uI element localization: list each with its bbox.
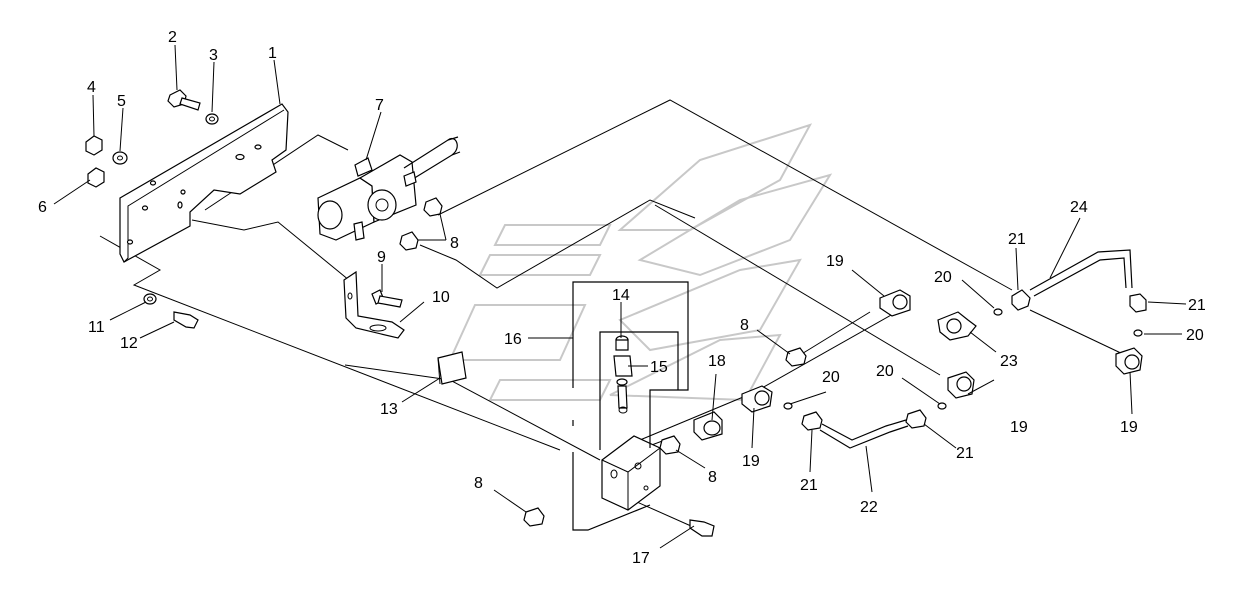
callout-16: 16 [504, 331, 522, 348]
valve-fittings [399, 197, 443, 251]
fasteners-upper-left [85, 89, 219, 188]
callout-21-mid: 21 [956, 445, 974, 462]
callout-20-lower: 20 [822, 369, 840, 386]
callout-1: 1 [268, 45, 277, 62]
callout-15: 15 [650, 359, 668, 376]
callout-14: 14 [612, 287, 630, 304]
leader-lines [53, 44, 1187, 549]
elbow-fitting-18 [693, 411, 723, 441]
callout-20-right: 20 [1186, 327, 1204, 344]
callout-20-top: 20 [934, 269, 952, 286]
callout-5: 5 [117, 93, 126, 110]
mounting-plate [119, 103, 289, 263]
detail-outline [572, 281, 689, 531]
callout-8-block: 8 [708, 469, 717, 486]
tee-fitting-23 [937, 311, 977, 341]
bolt-17 [689, 519, 715, 537]
elbow-fittings-19 [741, 289, 1143, 413]
callout-18: 18 [708, 353, 726, 370]
callout-9: 9 [377, 249, 386, 266]
callout-2: 2 [168, 29, 177, 46]
callout-6: 6 [38, 199, 47, 216]
block-fittings [523, 347, 807, 527]
callout-19-lower: 19 [742, 453, 760, 470]
callout-8-valve: 8 [450, 235, 459, 252]
control-valve [317, 136, 461, 241]
callout-24: 24 [1070, 199, 1088, 216]
bracket [343, 270, 405, 339]
callout-22: 22 [860, 499, 878, 516]
cartridge-valve [613, 335, 633, 414]
callout-19-mid: 19 [1010, 419, 1028, 436]
callout-8-right: 8 [740, 317, 749, 334]
callout-17: 17 [632, 550, 650, 567]
callout-21-top: 21 [1008, 231, 1026, 248]
valve-block [601, 435, 661, 511]
callout-8-lower: 8 [474, 475, 483, 492]
callout-20-mid: 20 [876, 363, 894, 380]
watermark-logo [448, 123, 833, 402]
callout-labels: 2 3 1 4 5 7 6 8 9 10 11 12 13 14 15 16 1… [38, 29, 1206, 567]
pipe-24 [1029, 249, 1133, 297]
callout-21-right: 21 [1188, 297, 1206, 314]
pipe-22 [819, 419, 909, 449]
callout-19-right: 19 [1120, 419, 1138, 436]
nuts-and-sleeves [783, 289, 1147, 431]
callout-23: 23 [1000, 353, 1018, 370]
callout-21-lower: 21 [800, 477, 818, 494]
spacer-plate [437, 351, 467, 385]
callout-3: 3 [209, 47, 218, 64]
callout-19-top: 19 [826, 253, 844, 270]
callout-13: 13 [380, 401, 398, 418]
callout-10: 10 [432, 289, 450, 306]
callout-7: 7 [375, 97, 384, 114]
assembly-lines [99, 99, 1126, 531]
washer-and-bolt-lower-left [143, 293, 199, 329]
callout-11: 11 [88, 319, 105, 336]
callout-12: 12 [120, 335, 138, 352]
callout-4: 4 [87, 79, 96, 96]
